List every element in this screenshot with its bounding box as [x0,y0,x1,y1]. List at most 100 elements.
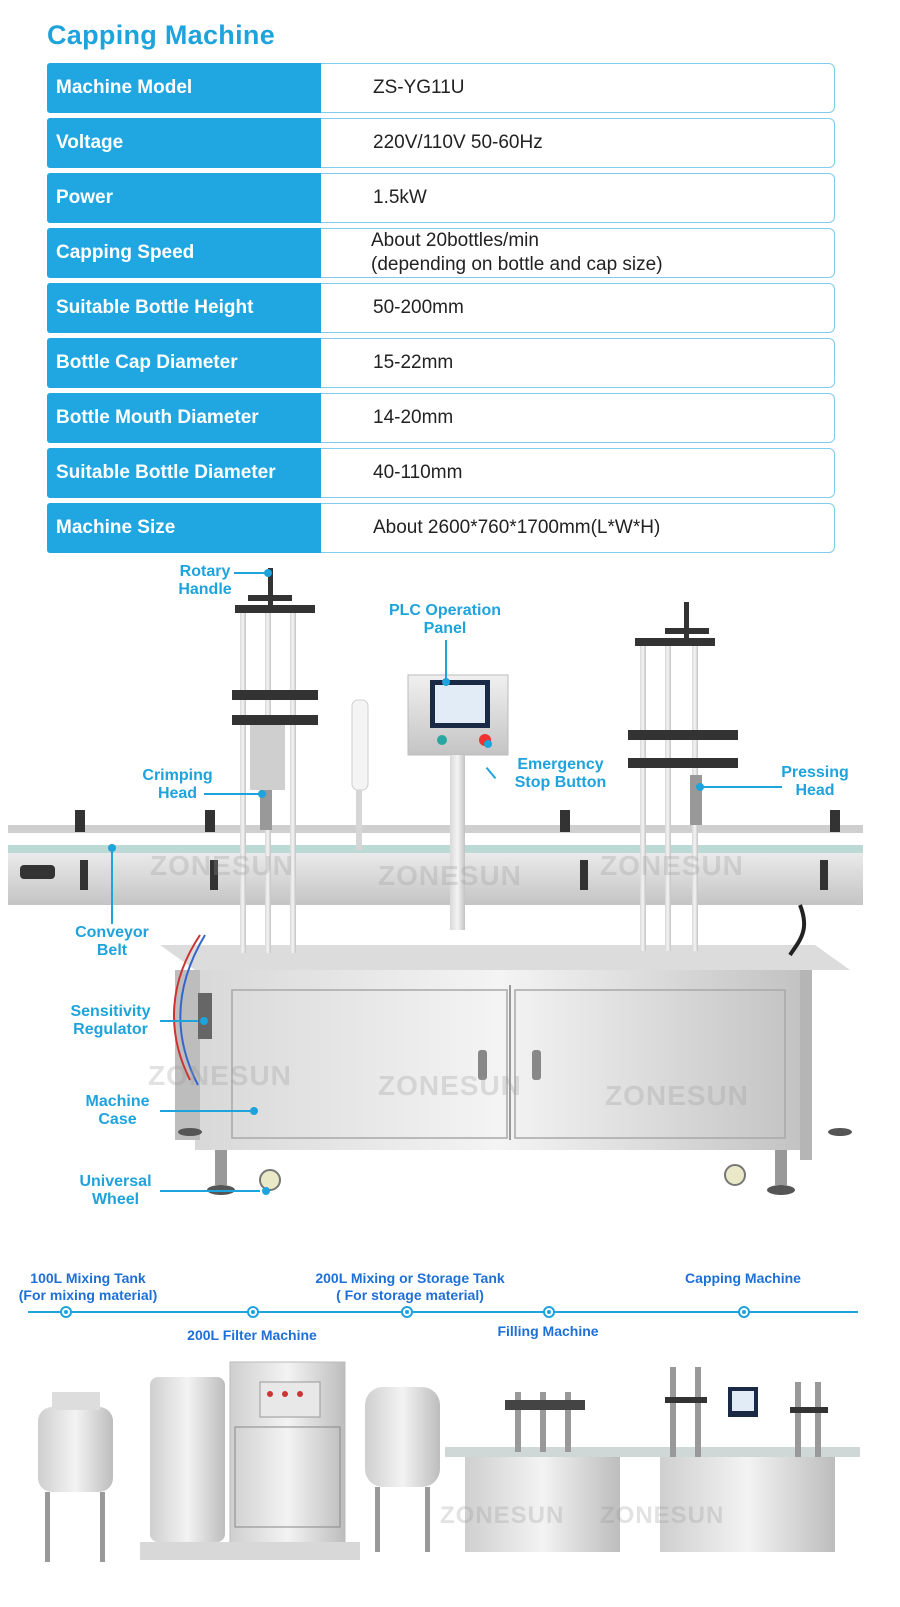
spec-row-voltage: Voltage 220V/110V 50-60Hz [47,118,835,168]
callout-line: PLC Operation [388,602,501,619]
watermark: ZONESUN [150,850,294,881]
spec-label: Machine Model [47,63,321,113]
watermark: ZONESUN [605,1080,749,1111]
callout-dot [696,783,704,791]
page-title: Capping Machine [47,20,276,50]
callout-machine-case: Machine Case [70,1093,165,1129]
spec-value-line: 220V/110V 50-60Hz [373,132,543,153]
callout-line: Rotary [179,563,231,580]
spec-value: About 2600*760*1700mm(L*W*H) [321,503,835,553]
spec-value-line: 15-22mm [373,352,454,373]
timeline-label-capping-machine: Capping Machine [668,1270,818,1287]
callout-line: Wheel [91,1191,140,1208]
spec-value: 220V/110V 50-60Hz [321,118,835,168]
callout-leader [160,1190,260,1192]
watermark: ZONESUN [378,1070,522,1101]
spec-value: 1.5kW [321,173,835,223]
spec-value: 50-200mm [321,283,835,333]
callout-line: Head [795,782,835,799]
production-line-drawing [38,1361,860,1562]
callout-conveyor-belt: Conveyor Belt [62,924,162,960]
callout-leader [204,793,260,795]
callout-pressing-head: Pressing Head [770,764,860,800]
callout-line: Conveyor [75,924,149,941]
watermark: ZONESUN [600,1502,725,1529]
spec-value-line: 1.5kW [373,187,427,208]
spec-row-power: Power 1.5kW [47,173,835,223]
timeline-label-line: Filling Machine [497,1323,599,1339]
timeline-label-line: ( For storage material) [336,1287,484,1303]
callout-leader [445,640,447,680]
callout-leader [160,1020,198,1022]
spec-row-cap-diameter: Bottle Cap Diameter 15-22mm [47,338,835,388]
timeline-label-mixing-tank: 100L Mixing Tank (For mixing material) [8,1270,168,1304]
timeline-label-line: (For mixing material) [18,1287,158,1303]
callout-line: Pressing [781,764,849,781]
spec-label: Capping Speed [47,228,321,278]
timeline-node [543,1306,555,1318]
timeline-node [60,1306,72,1318]
callout-dot [258,790,266,798]
spec-value: 15-22mm [321,338,835,388]
production-line-illustration: ZONESUN ZONESUN [0,1352,900,1602]
timeline-axis [28,1311,858,1313]
callout-dot [442,678,450,686]
spec-value: ZS-YG11U [321,63,835,113]
callout-universal-wheel: Universal Wheel [68,1173,163,1209]
watermark: ZONESUN [148,1060,292,1091]
timeline-label-line: Capping Machine [685,1270,801,1286]
spec-value-line: About 20bottles/min [371,230,539,251]
callout-crimping-head: Crimping Head [130,767,225,803]
watermark: ZONESUN [600,850,744,881]
callout-line: Handle [178,581,232,598]
spec-value-line: 40-110mm [373,462,463,483]
spec-label: Power [47,173,321,223]
callout-dot [262,1187,270,1195]
callout-line: Universal [79,1173,152,1190]
spec-label: Bottle Cap Diameter [47,338,321,388]
timeline-node [401,1306,413,1318]
callout-line: Machine [85,1093,150,1110]
spec-row-bottle-diameter: Suitable Bottle Diameter 40-110mm [47,448,835,498]
callout-leader [160,1110,250,1112]
spec-label: Voltage [47,118,321,168]
spec-value: About 20bottles/min (depending on bottle… [321,228,835,278]
spec-row-mouth-diameter: Bottle Mouth Diameter 14-20mm [47,393,835,443]
spec-row-capping-speed: Capping Speed About 20bottles/min (depen… [47,228,835,278]
spec-value-line: (depending on bottle and cap size) [371,254,663,275]
timeline-label-line: 200L Filter Machine [187,1327,317,1343]
callout-dot [484,740,492,748]
callout-leader [702,786,782,788]
spec-value: 40-110mm [321,448,835,498]
timeline-label-line: 200L Mixing or Storage Tank [315,1270,505,1286]
callout-leader [234,572,266,574]
spec-label: Suitable Bottle Diameter [47,448,321,498]
callout-dot [108,844,116,852]
spec-value-line: About 2600*760*1700mm(L*W*H) [373,517,661,538]
spec-label: Suitable Bottle Height [47,283,321,333]
callout-line: Case [98,1111,137,1128]
watermark: ZONESUN [378,860,522,891]
spec-value-line: 14-20mm [373,407,454,428]
callout-dot [200,1017,208,1025]
watermark: ZONESUN [440,1502,565,1529]
spec-row-bottle-height: Suitable Bottle Height 50-200mm [47,283,835,333]
callout-line: Emergency [517,756,604,773]
spec-row-machine-size: Machine Size About 2600*760*1700mm(L*W*H… [47,503,835,553]
callout-plc-panel: PLC Operation Panel [380,602,510,638]
callout-line: Head [157,785,198,802]
callout-leader [111,850,113,924]
spec-label: Bottle Mouth Diameter [47,393,321,443]
callout-line: Stop Button [514,774,607,791]
callout-line: Sensitivity [70,1003,151,1020]
timeline-label-filling-machine: Filling Machine [478,1323,618,1340]
callout-line: Crimping [142,767,213,784]
spec-row-machine-model: Machine Model ZS-YG11U [47,63,835,113]
callout-dot [264,569,272,577]
callout-line: Panel [423,620,467,637]
timeline-label-line: 100L Mixing Tank [30,1270,146,1286]
callout-line: Belt [96,942,128,959]
callout-sensitivity-regulator: Sensitivity Regulator [58,1003,163,1039]
timeline-label-storage-tank: 200L Mixing or Storage Tank ( For storag… [300,1270,520,1304]
callout-emergency-stop: Emergency Stop Button [503,756,618,792]
